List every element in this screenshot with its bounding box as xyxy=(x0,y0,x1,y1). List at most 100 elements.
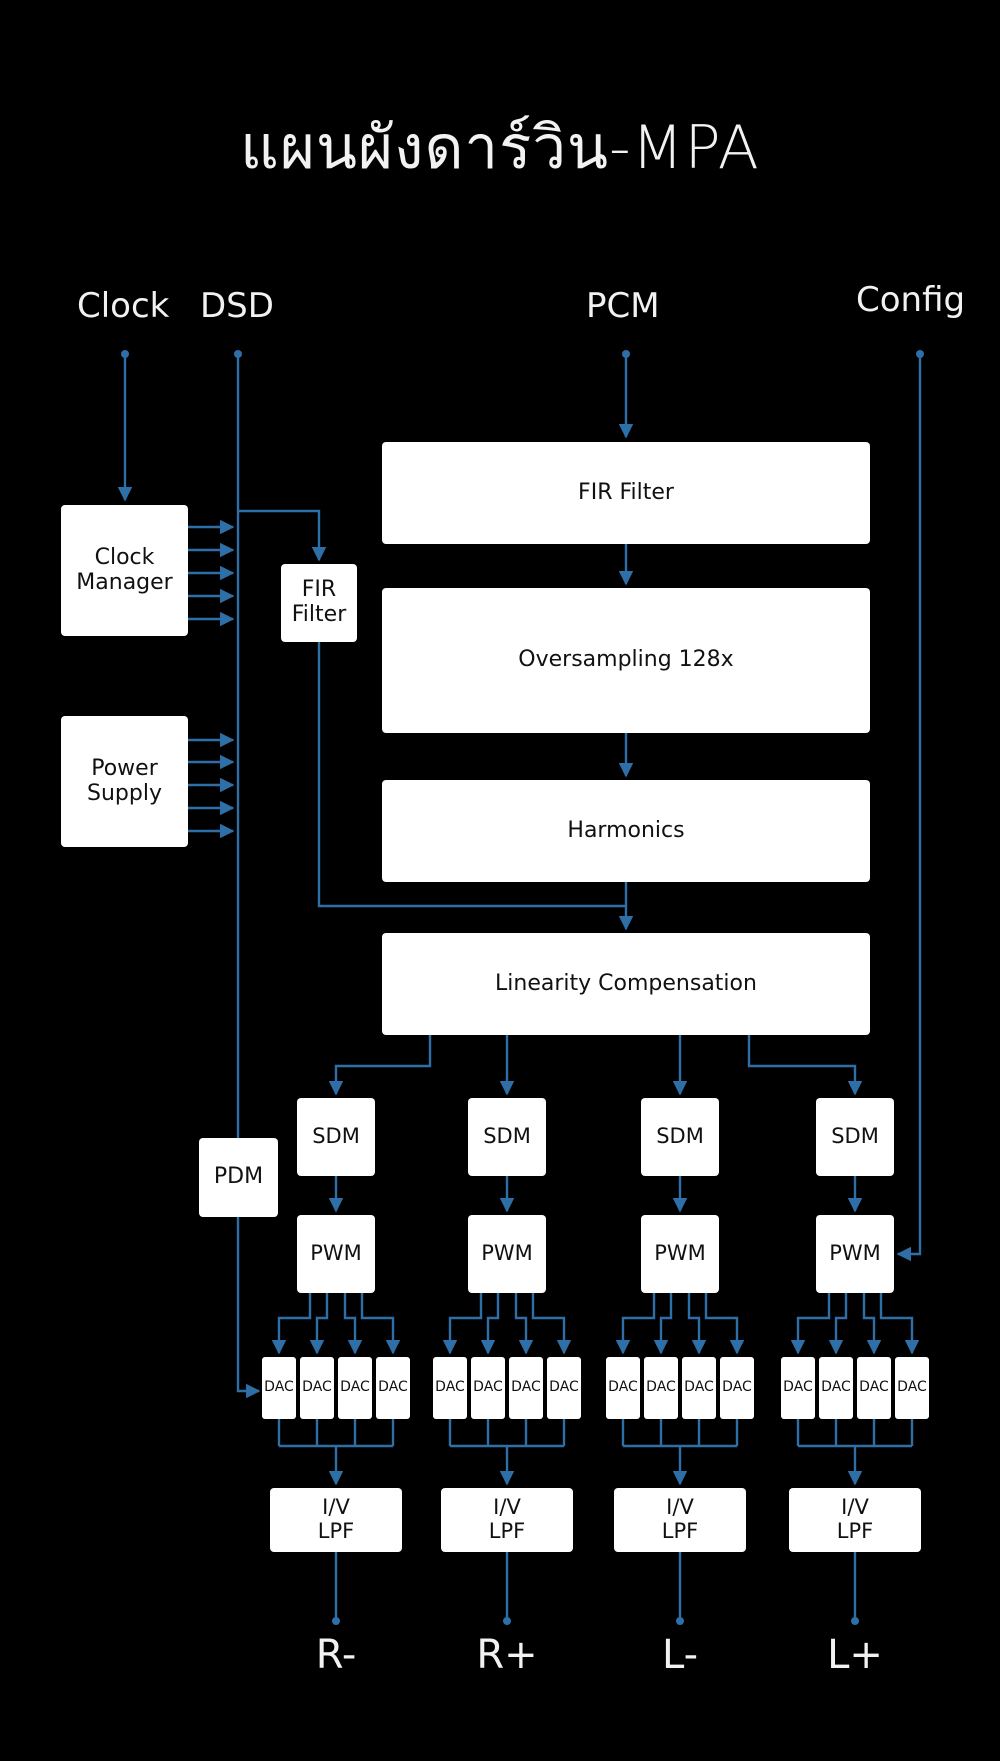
pwm-to-dac-1-2 xyxy=(309,1293,329,1355)
pdm-label: PDM xyxy=(213,1164,264,1190)
power-supply-line-2: Supply xyxy=(87,780,162,806)
pdm-to-dac-wire xyxy=(236,1217,261,1399)
pwm-to-dac-1-1 xyxy=(271,1293,312,1355)
dac-block-4-4: DAC xyxy=(895,1357,929,1419)
output-label-1: R- xyxy=(315,1632,357,1678)
sdm-block-3-label: SDM xyxy=(656,1124,704,1149)
harmonics-label: Harmonics xyxy=(567,817,685,843)
dac-block-3-2: DAC xyxy=(644,1357,678,1419)
pwm-to-dac-3-1 xyxy=(615,1293,656,1355)
pwm-block-2: PWM xyxy=(468,1215,546,1293)
pwm-block-4: PWM xyxy=(816,1215,894,1293)
clock-manager-line-1: Clock xyxy=(94,544,155,570)
iv-lpf-block-1-label-1: I/V xyxy=(322,1495,350,1520)
fir-filter-label: FIR Filter xyxy=(578,479,674,505)
pwm-block-3-label: PWM xyxy=(654,1241,706,1266)
pwm-to-dac-2-1 xyxy=(442,1293,483,1355)
config-input-label: Config xyxy=(856,280,966,320)
oversampling-label: Oversampling 128x xyxy=(518,647,734,673)
dac-block-1-2: DAC xyxy=(300,1357,334,1419)
linearity-to-sdm-4 xyxy=(747,1035,863,1096)
output-dot-4 xyxy=(851,1617,859,1625)
pwm-to-dac-4-2 xyxy=(828,1293,848,1355)
pwm-to-dac-3-4 xyxy=(704,1293,745,1355)
dac-block-2-3: DAC xyxy=(509,1357,543,1419)
dsd-fir-to-linearity-wire xyxy=(317,642,626,908)
dac-block-1-4-label: DAC xyxy=(378,1379,408,1396)
dsd-fir-filter-block: FIR Filter xyxy=(281,564,357,642)
dac-block-4-1-label: DAC xyxy=(783,1379,813,1396)
pwm-to-dac-4-3 xyxy=(862,1293,882,1355)
fir-filter-block: FIR Filter xyxy=(382,442,870,544)
clock-input-label: Clock xyxy=(77,286,170,326)
output-label-4: L+ xyxy=(827,1632,883,1678)
pcm-input-dot xyxy=(622,350,630,358)
dac-block-3-4-label: DAC xyxy=(722,1379,752,1396)
iv-lpf-block-2-label-2: LPF xyxy=(488,1519,526,1543)
power-supply-line-1: Power xyxy=(91,755,158,781)
output-label-2: R+ xyxy=(476,1632,538,1678)
dac-block-1-3-label: DAC xyxy=(340,1379,370,1396)
sdm-block-4-label: SDM xyxy=(831,1124,879,1149)
dac-block-3-1: DAC xyxy=(606,1357,640,1419)
pwm-to-dac-2-4 xyxy=(531,1293,572,1355)
harmonics-block: Harmonics xyxy=(382,780,870,882)
power-supply-block: Power Supply xyxy=(61,716,188,847)
iv-lpf-block-4-label-2: LPF xyxy=(836,1519,874,1543)
config-to-pwm-wire xyxy=(896,354,922,1262)
sdm-block-1: SDM xyxy=(297,1098,375,1176)
dac-block-2-2-label: DAC xyxy=(473,1379,503,1396)
sdm-block-2: SDM xyxy=(468,1098,546,1176)
dac-block-1-4: DAC xyxy=(376,1357,410,1419)
pwm-to-dac-2-2 xyxy=(480,1293,500,1355)
dsd-input-dot xyxy=(234,350,242,358)
dsd-fir-filter-line-1: FIR xyxy=(301,577,337,603)
pwm-to-dac-3-2 xyxy=(653,1293,673,1355)
clock-manager-line-2: Manager xyxy=(76,569,173,595)
config-input-dot xyxy=(916,350,924,358)
iv-lpf-block-3-label-1: I/V xyxy=(666,1495,694,1520)
dac-block-4-2: DAC xyxy=(819,1357,853,1419)
page-title: แผนผังดาร์วิน-MPA xyxy=(240,113,760,183)
dac-block-2-4: DAC xyxy=(547,1357,581,1419)
dsd-fir-filter-line-2: Filter xyxy=(291,602,347,627)
dac-block-4-1: DAC xyxy=(781,1357,815,1419)
linearity-to-sdm-1 xyxy=(328,1035,432,1096)
dac-block-4-3: DAC xyxy=(857,1357,891,1419)
dac-block-2-3-label: DAC xyxy=(511,1379,541,1396)
pwm-to-dac-1-4 xyxy=(360,1293,401,1355)
sdm-block-4: SDM xyxy=(816,1098,894,1176)
dac-block-3-4: DAC xyxy=(720,1357,754,1419)
output-label-3: L- xyxy=(661,1632,698,1678)
dac-block-1-1-label: DAC xyxy=(264,1379,294,1396)
output-dot-1 xyxy=(332,1617,340,1625)
iv-lpf-block-3-label-2: LPF xyxy=(661,1519,699,1543)
dac-block-3-3: DAC xyxy=(682,1357,716,1419)
dac-block-4-2-label: DAC xyxy=(821,1379,851,1396)
dac-block-2-1: DAC xyxy=(433,1357,467,1419)
output-dot-3 xyxy=(676,1617,684,1625)
sdm-block-2-label: SDM xyxy=(483,1124,531,1149)
dsd-input-label: DSD xyxy=(200,286,274,326)
pwm-block-4-label: PWM xyxy=(829,1241,881,1266)
dac-block-2-2: DAC xyxy=(471,1357,505,1419)
pwm-block-1: PWM xyxy=(297,1215,375,1293)
pdm-block: PDM xyxy=(199,1138,278,1217)
dac-block-4-4-label: DAC xyxy=(897,1379,927,1396)
clock-input-dot xyxy=(121,350,129,358)
dac-block-2-1-label: DAC xyxy=(435,1379,465,1396)
pwm-to-dac-4-4 xyxy=(879,1293,920,1355)
sdm-block-1-label: SDM xyxy=(312,1124,360,1149)
oversampling-block: Oversampling 128x xyxy=(382,588,870,733)
dsd-to-fir-wire xyxy=(238,509,327,562)
pcm-input-label: PCM xyxy=(586,286,660,326)
iv-lpf-block-2-label-1: I/V xyxy=(493,1495,521,1520)
iv-lpf-block-4-label-1: I/V xyxy=(841,1495,869,1520)
linearity-compensation-label: Linearity Compensation xyxy=(495,970,757,996)
dac-block-4-3-label: DAC xyxy=(859,1379,889,1396)
iv-lpf-block-1-label-2: LPF xyxy=(317,1519,355,1543)
